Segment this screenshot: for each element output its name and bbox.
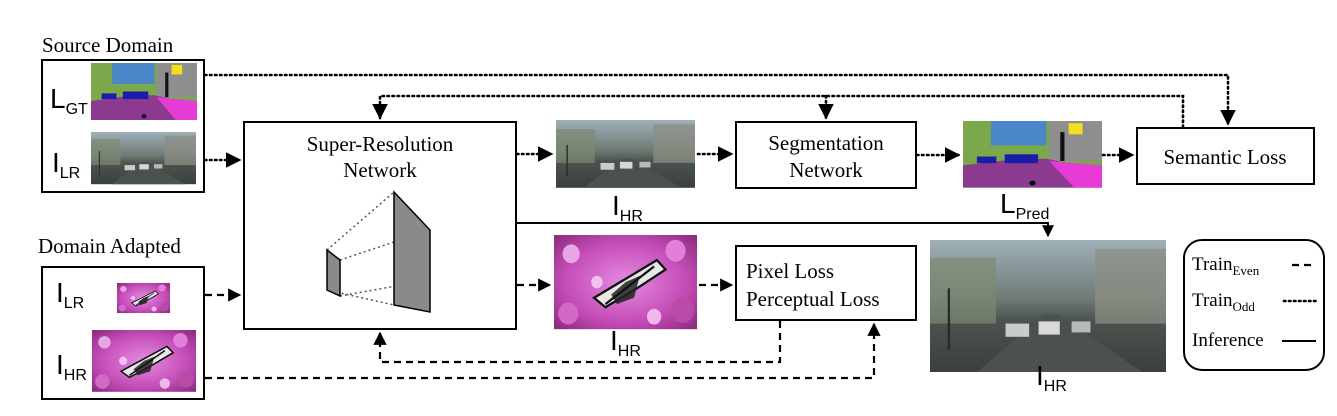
pixel-loss-box — [735, 245, 917, 321]
sr-output-street-image — [555, 119, 696, 189]
connector-gt-to-semantic-loss — [203, 73, 1236, 126]
sr-network-icon — [326, 190, 431, 313]
sr-output-butterfly-image — [552, 233, 699, 331]
label-i-hr-butterfly: IHR — [610, 325, 641, 360]
source-segmap-image — [91, 63, 197, 120]
seg-network-title-line2: Network — [789, 158, 863, 182]
connector-pixel-loss-feedback — [373, 321, 782, 364]
legend-train-odd: TrainOdd — [1192, 290, 1255, 314]
legend-train-even: TrainEven — [1192, 254, 1260, 278]
label-l-gt: LGT — [50, 83, 88, 118]
label-i-lr-adapted: ILR — [56, 277, 84, 312]
semantic-loss-box — [1136, 127, 1315, 185]
label-l-pred: LPred — [1000, 188, 1049, 223]
adapted-hr-image — [91, 329, 197, 393]
sr-network-title-line2: Network — [343, 158, 417, 182]
connector-sr-to-inference — [517, 222, 1054, 238]
connector-adapted-hr-to-pixel-loss — [205, 322, 881, 380]
semantic-loss-label: Semantic Loss — [1163, 145, 1286, 169]
seg-network-box — [735, 121, 917, 189]
label-i-hr-street: IHR — [612, 190, 643, 225]
source-lr-image — [90, 131, 197, 185]
pixel-loss-line2: Perceptual Loss — [746, 287, 880, 311]
label-i-hr-inference: IHR — [1036, 360, 1067, 395]
sr-network-box — [243, 121, 517, 330]
legend-inference: Inference — [1192, 330, 1264, 351]
source-domain-title: Source Domain — [42, 33, 174, 57]
label-i-lr-source: ILR — [52, 147, 80, 182]
legend-box — [1183, 239, 1325, 371]
label-i-hr-adapted: IHR — [56, 349, 87, 384]
inference-output-image — [928, 238, 1168, 374]
adapted-lr-image — [116, 282, 171, 314]
connector-semantic-feedback — [372, 94, 1185, 129]
sr-network-title-line1: Super-Resolution — [307, 132, 454, 156]
pixel-loss-line1: Pixel Loss — [746, 259, 834, 283]
domain-adapted-title: Domain Adapted — [38, 234, 181, 258]
pred-segmap-image — [963, 121, 1102, 188]
seg-network-title-line1: Segmentation — [768, 131, 884, 155]
